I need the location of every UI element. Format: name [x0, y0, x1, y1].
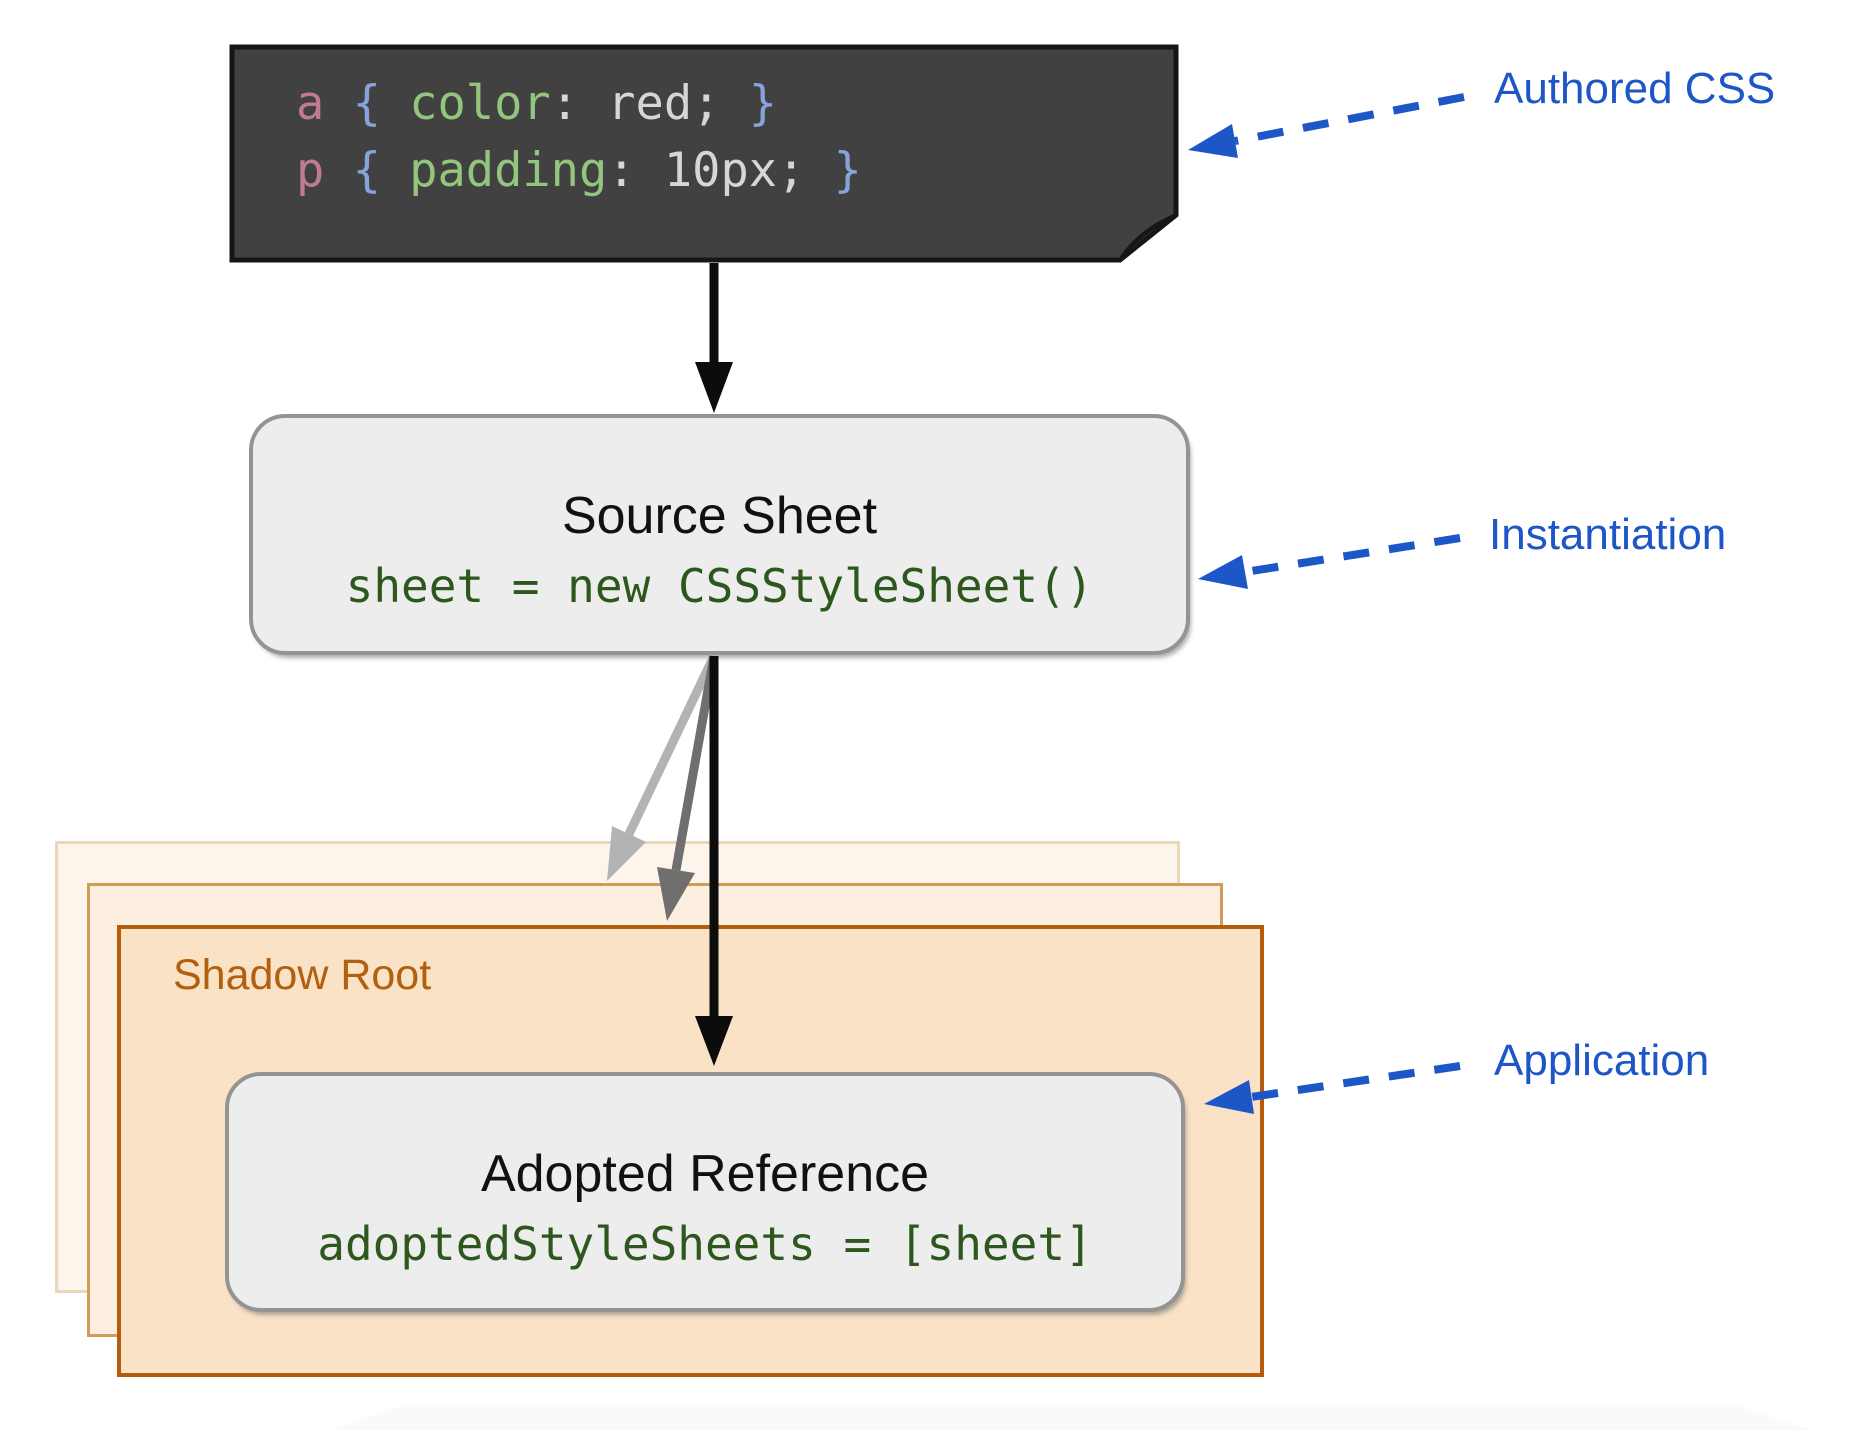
- css-brace-token: }: [833, 143, 862, 198]
- arrow-authored-to-source: [695, 263, 733, 413]
- adopted-reference-code: adoptedStyleSheets = [sheet]: [317, 1217, 1093, 1271]
- css-value-token: : 10px;: [607, 143, 834, 198]
- adopted-reference-title: Adopted Reference: [480, 1145, 930, 1203]
- label-instantiation: Instantiation: [1489, 510, 1727, 559]
- annotation-arrow-authored-css: [1188, 93, 1465, 158]
- source-sheet-title: Source Sheet: [561, 487, 878, 545]
- annotation-arrow-instantiation: [1198, 534, 1461, 589]
- css-brace-token: {: [352, 76, 410, 131]
- bottom-edge-artifact: [330, 1405, 1810, 1430]
- authored-css-card: a { color: red; } p { padding: 10px; }: [229, 44, 1179, 263]
- source-sheet-code: sheet = new CSSStyleSheet(): [345, 559, 1094, 613]
- source-sheet-box: Source Sheet sheet = new CSSStyleSheet(): [249, 414, 1190, 655]
- folded-page-shape: [229, 44, 1179, 263]
- authored-css-code: a { color: red; } p { padding: 10px; }: [296, 70, 862, 204]
- css-property-token: color: [409, 76, 551, 131]
- css-selector-token: p: [296, 143, 353, 198]
- css-selector-token: a: [296, 76, 353, 131]
- label-application: Application: [1494, 1036, 1710, 1085]
- css-brace-token: {: [352, 143, 410, 198]
- css-rule-line: a { color: red; }: [296, 70, 862, 137]
- css-value-token: : red;: [550, 76, 749, 131]
- css-rule-line: p { padding: 10px; }: [296, 137, 862, 204]
- shadow-root-label: Shadow Root: [173, 951, 432, 999]
- label-authored-css: Authored CSS: [1494, 64, 1776, 113]
- adopted-reference-box: Adopted Reference adoptedStyleSheets = […: [225, 1072, 1185, 1312]
- css-property-token: padding: [409, 143, 608, 198]
- page-fold-icon: [1118, 213, 1178, 262]
- css-brace-token: }: [748, 76, 778, 131]
